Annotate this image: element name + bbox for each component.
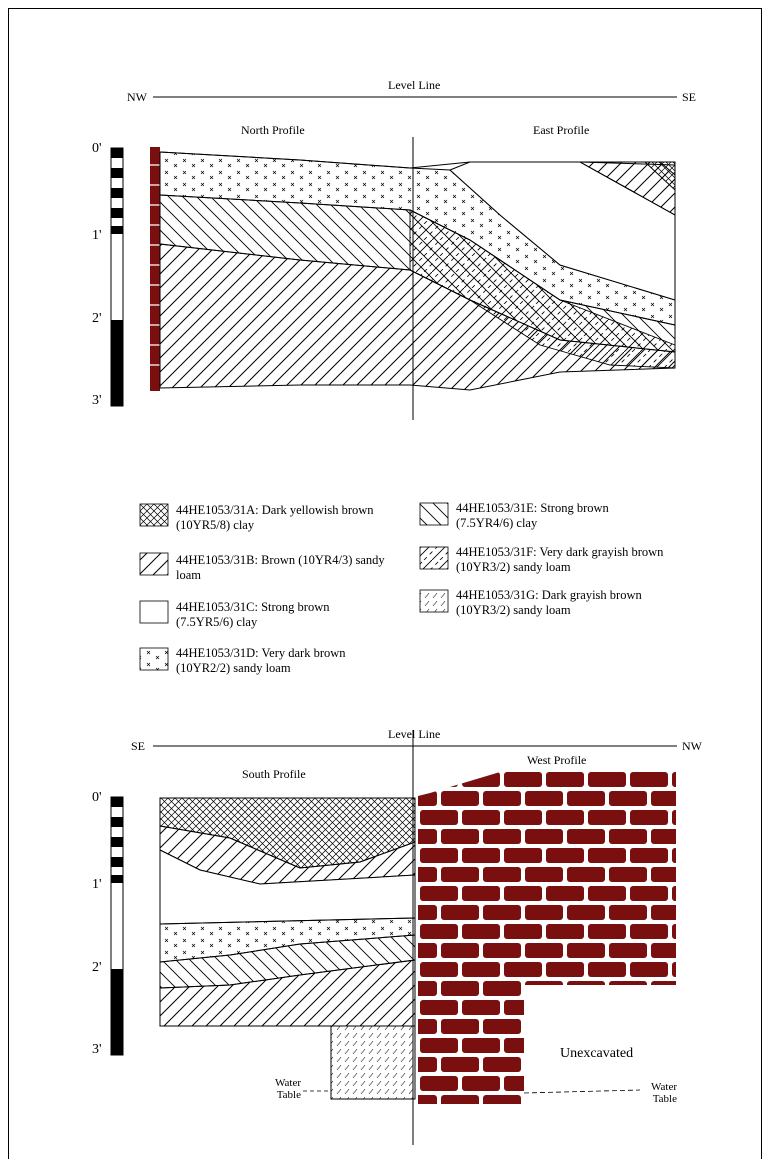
legend-item-31g: 44HE1053/31G: Dark grayish brown (10YR3/…: [456, 588, 642, 617]
legend-swatches: [139, 502, 449, 671]
top-tick-1: 1': [92, 228, 102, 243]
east-profile-title: East Profile: [533, 123, 590, 137]
water-table-right-label: Water Table: [651, 1081, 677, 1105]
west-profile-title: West Profile: [527, 753, 587, 767]
west-profile-brick-wall: [418, 768, 676, 1104]
top-tick-0: 0': [92, 141, 102, 156]
bottom-tick-3: 3': [92, 1042, 102, 1057]
top-left-direction: NW: [127, 90, 147, 104]
legend-item-31b: 44HE1053/31B: Brown (10YR4/3) sandy loam: [176, 553, 385, 582]
legend-item-31f: 44HE1053/31F: Very dark grayish brown (1…: [456, 545, 664, 574]
water-table-lines: [303, 1089, 641, 1094]
north-profile-title: North Profile: [241, 123, 305, 137]
top-right-direction: SE: [682, 90, 697, 104]
top-tick-3: 3': [92, 393, 102, 408]
north-east-profile-layers: [159, 151, 676, 391]
legend-item-31d: 44HE1053/31D: Very dark brown (10YR2/2) …: [176, 646, 346, 675]
bottom-depth-scale: [110, 796, 124, 1056]
bottom-tick-2: 2': [92, 960, 102, 975]
water-table-left-label: Water Table: [275, 1077, 301, 1101]
figure-border: [8, 8, 762, 1159]
legend-item-31a: 44HE1053/31A: Dark yellowish brown (10YR…: [176, 503, 374, 532]
south-profile-title: South Profile: [242, 767, 306, 781]
top-level-line-label: Level Line: [388, 78, 441, 92]
top-depth-scale: [110, 147, 124, 407]
bottom-tick-1: 1': [92, 877, 102, 892]
bottom-tick-0: 0': [92, 790, 102, 805]
bottom-left-direction: SE: [131, 739, 146, 753]
unexcavated-label: Unexcavated: [560, 1046, 634, 1061]
south-profile-layers: [159, 797, 416, 1100]
legend-item-31c: 44HE1053/31C: Strong brown (7.5YR5/6) cl…: [176, 600, 330, 629]
top-brick-column: [150, 147, 160, 391]
legend-item-31e: 44HE1053/31E: Strong brown (7.5YR4/6) cl…: [456, 501, 609, 530]
top-tick-2: 2': [92, 311, 102, 326]
bottom-right-direction: NW: [682, 739, 702, 753]
bottom-level-line-label: Level Line: [388, 727, 441, 741]
